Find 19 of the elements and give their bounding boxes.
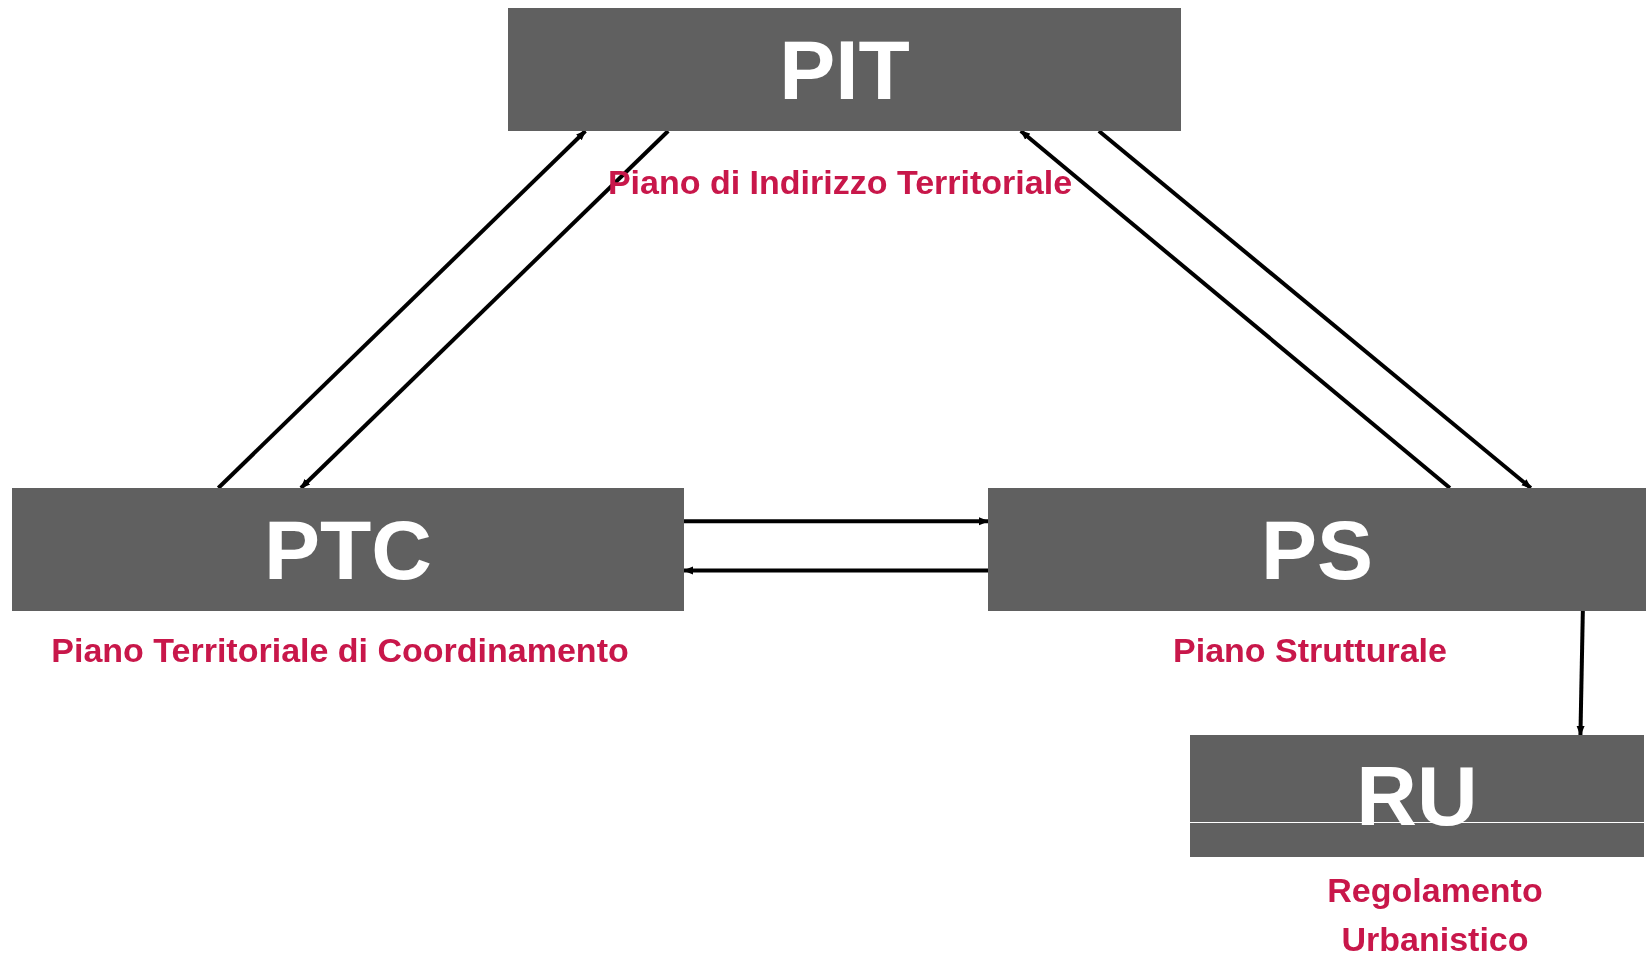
arrow <box>299 129 670 490</box>
arrow <box>216 129 587 490</box>
arrow <box>1097 129 1533 490</box>
plan-name-caption: Piano di Indirizzo Territoriale <box>606 162 1074 203</box>
plan-name-caption: Regolamento Urbanistico <box>1326 870 1544 961</box>
plan-acronym: RU <box>1356 754 1478 838</box>
plan-name-caption: Piano Territoriale di Coordinamento <box>50 630 630 671</box>
plan-acronym: PIT <box>779 27 910 112</box>
plan-acronym: PS <box>1260 507 1374 592</box>
arrow <box>684 517 989 526</box>
plan-box <box>12 488 684 611</box>
arrow <box>1576 610 1585 736</box>
arrow <box>1019 129 1452 490</box>
arrow <box>683 566 988 575</box>
plan-box <box>1190 735 1644 857</box>
plan-acronym: PTC <box>264 507 432 592</box>
plan-name-caption: Piano Strutturale <box>1172 630 1448 671</box>
plan-box <box>508 8 1181 131</box>
plan-box <box>988 488 1646 611</box>
